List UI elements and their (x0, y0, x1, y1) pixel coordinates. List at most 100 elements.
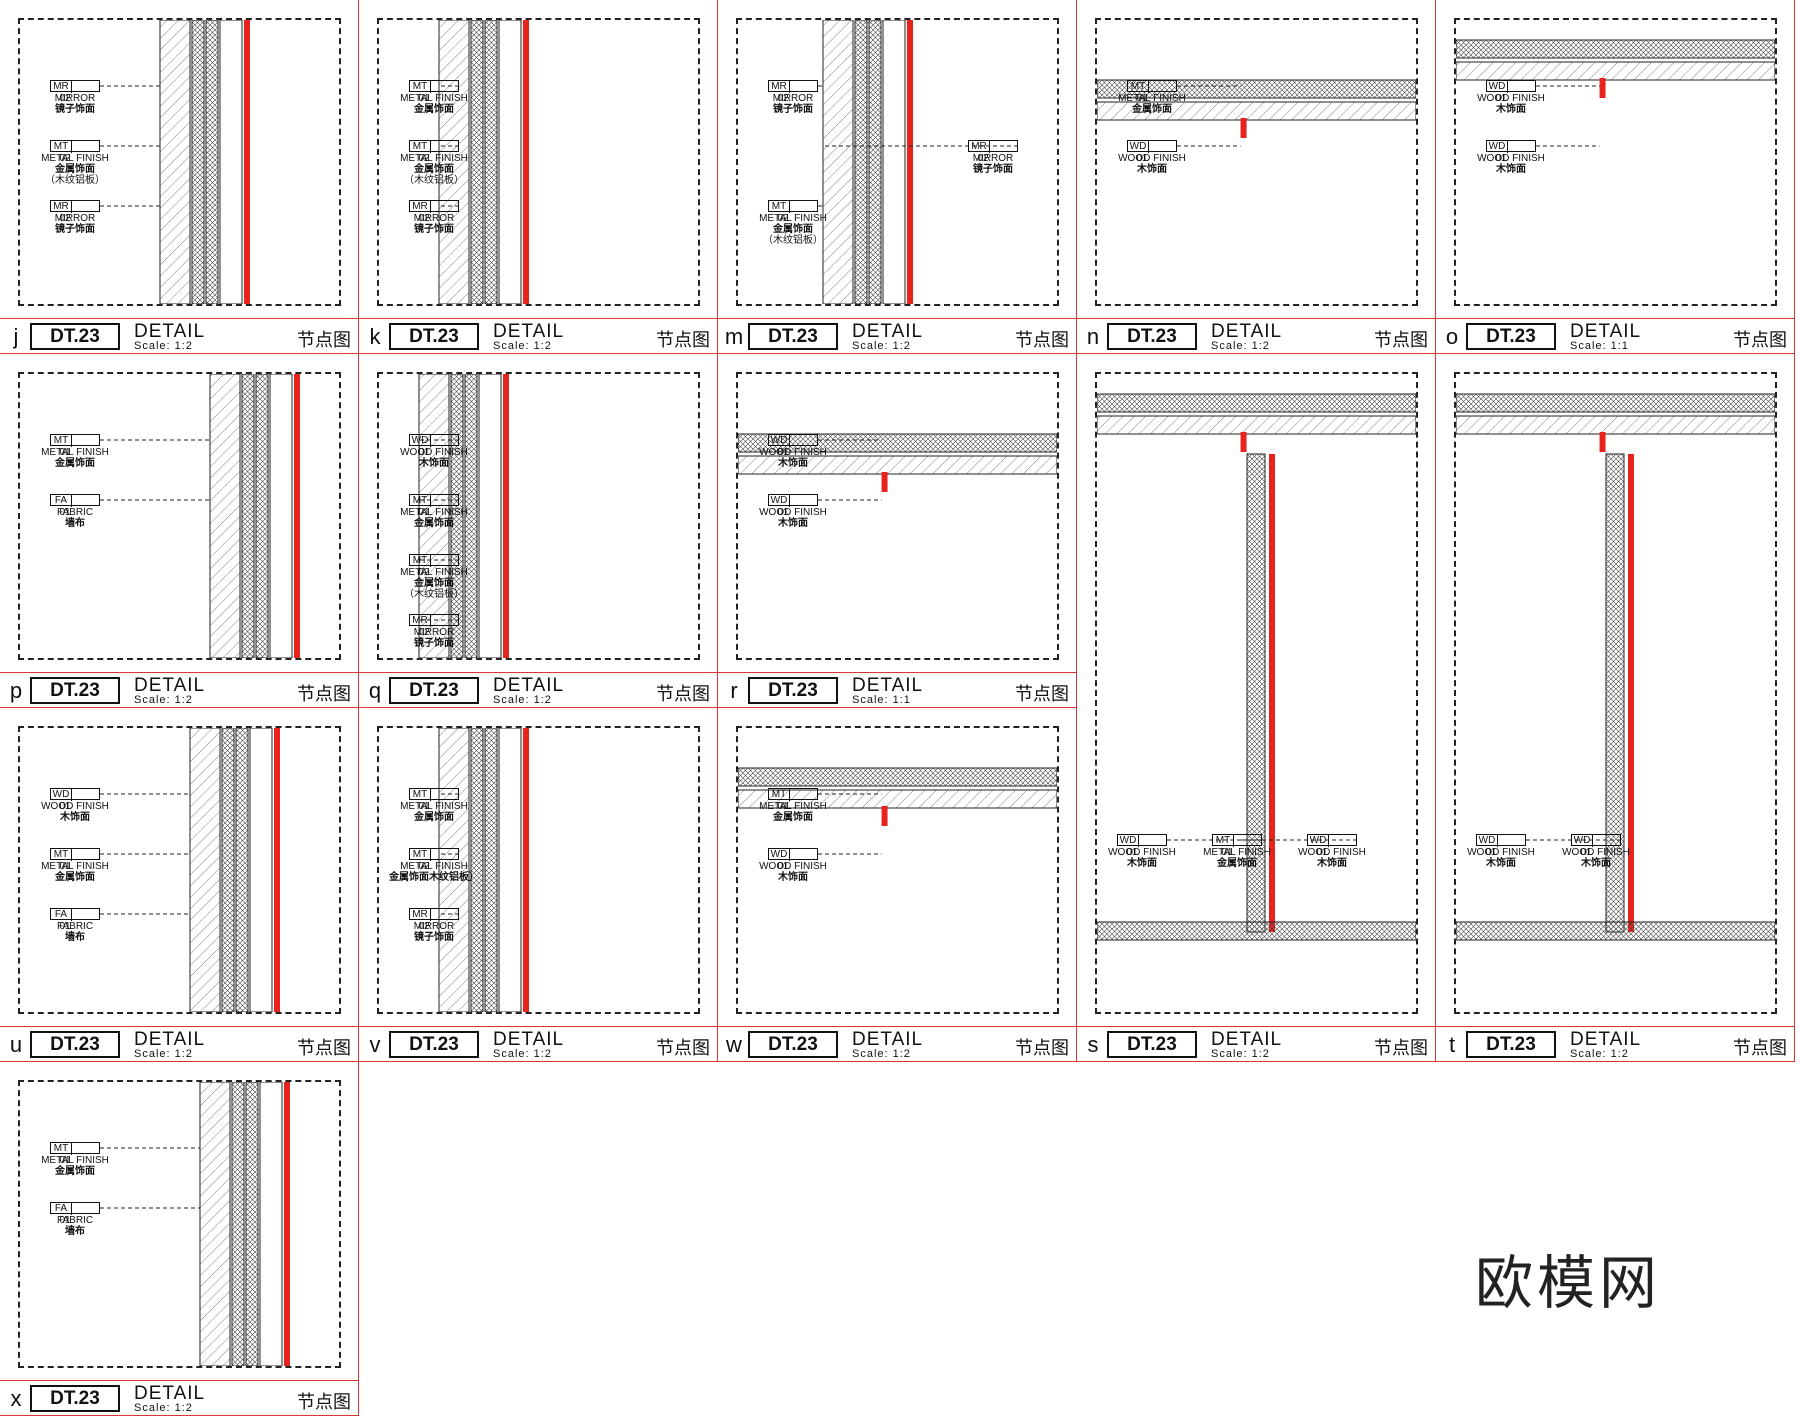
material-number: 02 (59, 153, 71, 164)
finish-red-layer (284, 1082, 290, 1366)
scale-label: Scale: 1:1 (1570, 340, 1629, 352)
slab-layer (1097, 101, 1416, 121)
detail-chinese-label: 节点图 (297, 1038, 351, 1058)
section-drawing (100, 1082, 290, 1366)
detail-label: DETAIL (134, 321, 206, 342)
board-layer (241, 374, 255, 658)
material-tag: WD01 (768, 848, 818, 872)
material-number: 01 (1136, 153, 1148, 164)
stud-layer (882, 20, 906, 304)
panel-letter: t (1448, 1032, 1456, 1057)
detail-label: DETAIL (493, 675, 565, 696)
drawing-code: DT.23 (1107, 1031, 1197, 1058)
material-number: 01 (418, 801, 430, 812)
material-tag: FA01 (50, 1202, 100, 1226)
scale-label: Scale: 1:2 (852, 1048, 911, 1060)
finish-red-joint (1240, 118, 1247, 138)
material-tag: WD01 (1117, 834, 1167, 858)
slab-layer (738, 767, 1057, 787)
panel-letter: o (1445, 324, 1459, 349)
scale-label: Scale: 1:2 (134, 1402, 193, 1414)
drawing-code: DT.23 (389, 1031, 479, 1058)
slab-layer (1456, 921, 1775, 941)
detail-label: DETAIL (852, 1029, 924, 1050)
material-tag: MR02 (409, 614, 459, 638)
material-code: WD (769, 435, 790, 447)
detail-label: DETAIL (134, 1029, 206, 1050)
detail-label: DETAIL (134, 1383, 206, 1404)
material-number: 01 (59, 1215, 71, 1226)
material-number: 01 (1126, 847, 1138, 858)
scale-label: Scale: 1:2 (1211, 1048, 1270, 1060)
finish-red-joint (1599, 78, 1606, 98)
material-tag: WD01 (1307, 834, 1357, 858)
material-tag: MR02 (409, 200, 459, 224)
material-code: MT (51, 849, 72, 861)
material-code: MT (769, 789, 790, 801)
finish-red-layer (523, 728, 529, 1012)
section-drawing (418, 374, 509, 658)
material-code: MR (51, 81, 72, 93)
board-layer (464, 374, 478, 658)
section-drawing (100, 728, 280, 1012)
wall-hatch (209, 374, 241, 658)
material-number: 02 (777, 213, 789, 224)
material-code: WD (1477, 835, 1498, 847)
panel-letter: r (730, 678, 738, 703)
material-code: WD (1572, 835, 1593, 847)
material-tag: MR02 (50, 200, 100, 224)
material-tag: WD01 (1486, 140, 1536, 164)
material-number: 01 (59, 447, 71, 458)
board-layer (484, 728, 498, 1012)
material-code: MT (410, 141, 431, 153)
scale-label: Scale: 1:2 (1211, 340, 1270, 352)
wall-hatch (438, 728, 470, 1012)
material-number: 01 (777, 801, 789, 812)
material-code: MT (410, 495, 431, 507)
material-number: 02 (418, 153, 430, 164)
drawing-code: DT.23 (748, 323, 838, 350)
slab-layer (1456, 61, 1775, 81)
material-tag: MT01 (1212, 834, 1262, 858)
material-code: MR (410, 909, 431, 921)
board-layer (470, 20, 484, 304)
material-code: MT (410, 789, 431, 801)
drawing-code: DT.23 (748, 1031, 838, 1058)
drawing-code: DT.23 (30, 1385, 120, 1412)
material-tag: WD01 (1127, 140, 1177, 164)
detail-label: DETAIL (134, 675, 206, 696)
panel-letter: p (9, 678, 23, 703)
material-tag: FA01 (50, 494, 100, 518)
wall-hatch (438, 20, 470, 304)
slab-layer (1097, 415, 1416, 435)
material-number: 02 (418, 861, 430, 872)
detail-label: DETAIL (493, 321, 565, 342)
detail-chinese-label: 节点图 (1733, 330, 1787, 350)
detail-label: DETAIL (1570, 321, 1642, 342)
material-tag: MT01 (50, 1142, 100, 1166)
material-tag: MT02 (409, 848, 459, 872)
material-code: FA (51, 495, 72, 507)
material-code: WD (1118, 835, 1139, 847)
